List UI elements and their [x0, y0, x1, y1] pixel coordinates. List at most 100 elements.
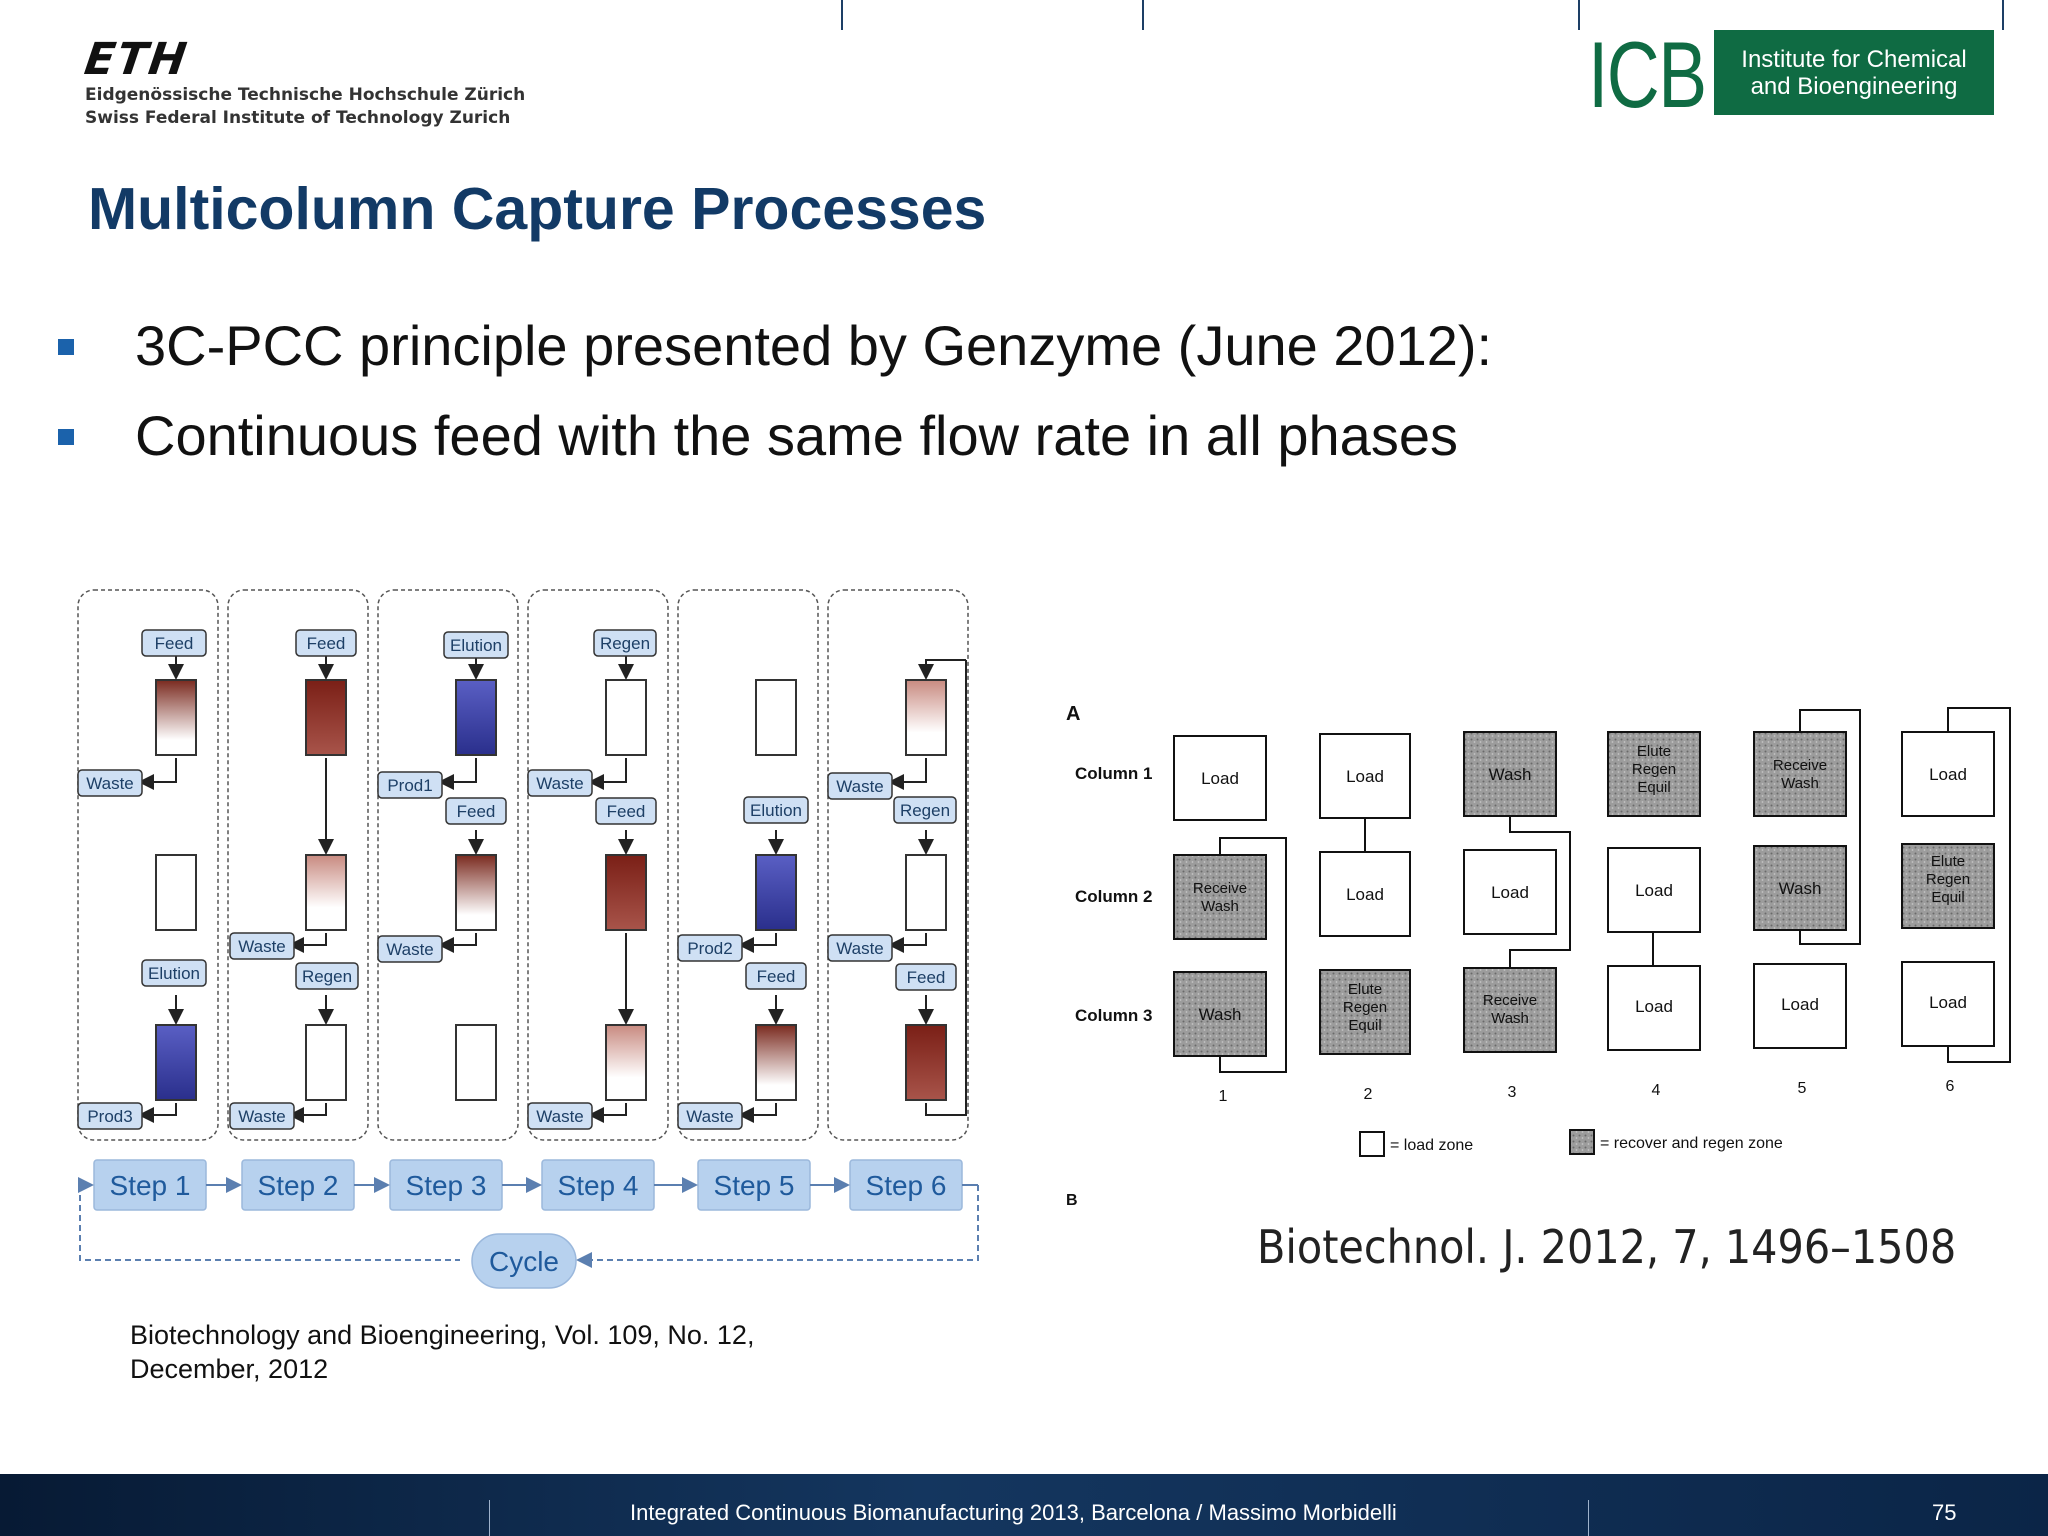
flow-lines — [138, 650, 967, 1123]
prod1-label: Prod1 — [387, 776, 432, 795]
elution-label: Elution — [750, 801, 802, 820]
step-panels — [77, 589, 969, 1141]
svg-text:Wash: Wash — [1491, 1010, 1529, 1027]
regen-label: Regen — [900, 801, 950, 820]
grid-boxes — [1173, 731, 1995, 1057]
svg-text:Load: Load — [1491, 883, 1529, 902]
waste-label: Waste — [836, 939, 884, 958]
step-num-2: 2 — [1364, 1086, 1373, 1103]
row-labels: Column 1 Column 2 Column 3 — [1075, 764, 1152, 1025]
svg-text:Wash: Wash — [1781, 775, 1819, 792]
footer-separator — [1588, 1500, 1589, 1536]
slide-title: Multicolumn Capture Processes — [88, 176, 987, 242]
citation-line-1: Biotechnology and Bioengineering, Vol. 1… — [130, 1320, 755, 1350]
svg-text:Load: Load — [1781, 995, 1819, 1014]
feed-label: Feed — [607, 802, 646, 821]
panel-b-label: B — [1066, 1192, 1078, 1209]
svg-text:Load: Load — [1346, 885, 1384, 904]
feed-label: Feed — [757, 967, 796, 986]
step-numbers: 1 2 3 4 5 6 — [1219, 1078, 1955, 1105]
waste-label: Waste — [536, 774, 584, 793]
svg-text:Regen: Regen — [1926, 871, 1970, 888]
feed-label: Feed — [307, 634, 346, 653]
waste-label: Waste — [536, 1107, 584, 1126]
svg-text:Load: Load — [1635, 997, 1673, 1016]
columns — [155, 679, 947, 1101]
footer-bar — [0, 1474, 2048, 1536]
svg-text:Receive: Receive — [1773, 757, 1827, 774]
svg-text:Wash: Wash — [1201, 898, 1239, 915]
left-citation: Biotechnology and Bioengineering, Vol. 1… — [130, 1318, 754, 1386]
eth-logo: ETH — [81, 34, 192, 85]
svg-text:Receive: Receive — [1193, 880, 1247, 897]
step-num-3: 3 — [1508, 1084, 1517, 1101]
svg-text:Equil: Equil — [1637, 779, 1670, 796]
connectors — [1219, 707, 2011, 1073]
feed-label: Feed — [457, 802, 496, 821]
svg-text:Receive: Receive — [1483, 992, 1537, 1009]
citation-line-2: December, 2012 — [130, 1354, 329, 1384]
waste-label: Waste — [238, 1107, 286, 1126]
bullet-2: Continuous feed with the same flow rate … — [135, 404, 1458, 467]
elution-label: Elution — [148, 964, 200, 983]
step-2-label: Step 2 — [258, 1170, 339, 1201]
svg-text:Load: Load — [1346, 767, 1384, 786]
label-texts: Feed Waste Elution Prod3 Feed Waste Rege… — [86, 634, 950, 1126]
footer-separator — [489, 1500, 490, 1536]
svg-text:Wash: Wash — [1779, 879, 1822, 898]
prod2-label: Prod2 — [687, 939, 732, 958]
eth-subtitle: Eidgenössische Technische Hochschule Zür… — [85, 84, 525, 130]
row-column-2: Column 2 — [1075, 887, 1152, 906]
bullet-marker — [58, 339, 74, 355]
svg-text:Wash: Wash — [1199, 1005, 1242, 1024]
step-num-5: 5 — [1798, 1080, 1807, 1097]
row-column-3: Column 3 — [1075, 1006, 1152, 1025]
svg-text:Equil: Equil — [1931, 889, 1964, 906]
cycle-label: Cycle — [489, 1246, 559, 1277]
left-diagram: Feed Waste Elution Prod3 Feed Waste Rege… — [77, 589, 979, 1289]
bullet-marker — [58, 429, 74, 445]
step-row: Step 1 Step 2 Step 3 Step 4 Step 5 Step … — [78, 1159, 979, 1289]
row-column-1: Column 1 — [1075, 764, 1152, 783]
svg-text:Elute: Elute — [1637, 743, 1671, 760]
right-diagram: A B Column 1 Column 2 Column 3 L — [1066, 703, 2011, 1209]
waste-label: Waste — [86, 774, 134, 793]
svg-text:Load: Load — [1929, 993, 1967, 1012]
waste-label: Waste — [686, 1107, 734, 1126]
step-1-label: Step 1 — [110, 1170, 191, 1201]
svg-text:Load: Load — [1635, 881, 1673, 900]
legend: = load zone = recover and regen zone — [1359, 1129, 1783, 1157]
svg-text:Equil: Equil — [1348, 1017, 1381, 1034]
elution-label: Elution — [450, 636, 502, 655]
feed-label: Feed — [907, 968, 946, 987]
waste-label: Waste — [386, 940, 434, 959]
label-boxes — [77, 629, 957, 1130]
regen-label: Regen — [600, 634, 650, 653]
legend-recover-text: = recover and regen zone — [1600, 1135, 1783, 1152]
svg-text:Elute: Elute — [1931, 853, 1965, 870]
icb-line-1: Institute for Chemical — [1741, 45, 1967, 73]
waste-label: Waste — [836, 777, 884, 796]
step-6-label: Step 6 — [866, 1170, 947, 1201]
page-number: 75 — [1932, 1500, 1957, 1525]
right-citation: Biotechnol. J. 2012, 7, 1496–1508 — [1257, 1220, 1957, 1274]
prod3-label: Prod3 — [87, 1107, 132, 1126]
bullet-1: 3C-PCC principle presented by Genzyme (J… — [135, 314, 1493, 377]
step-num-1: 1 — [1219, 1088, 1228, 1105]
svg-text:Regen: Regen — [1632, 761, 1676, 778]
step-4-label: Step 4 — [558, 1170, 639, 1201]
step-3-label: Step 3 — [406, 1170, 487, 1201]
svg-text:Wash: Wash — [1489, 765, 1532, 784]
svg-text:Elute: Elute — [1348, 981, 1382, 998]
icb-line-2: and Bioengineering — [1750, 72, 1958, 100]
icb-logo: ICB — [1588, 22, 1707, 127]
panel-a-label: A — [1066, 703, 1080, 725]
legend-load-text: = load zone — [1390, 1137, 1473, 1154]
step-num-6: 6 — [1946, 1078, 1955, 1095]
eth-line-1: Eidgenössische Technische Hochschule Zür… — [85, 85, 526, 105]
footer-text: Integrated Continuous Biomanufacturing 2… — [630, 1500, 1397, 1525]
waste-label: Waste — [238, 937, 286, 956]
regen-label: Regen — [302, 967, 352, 986]
svg-text:Load: Load — [1201, 769, 1239, 788]
